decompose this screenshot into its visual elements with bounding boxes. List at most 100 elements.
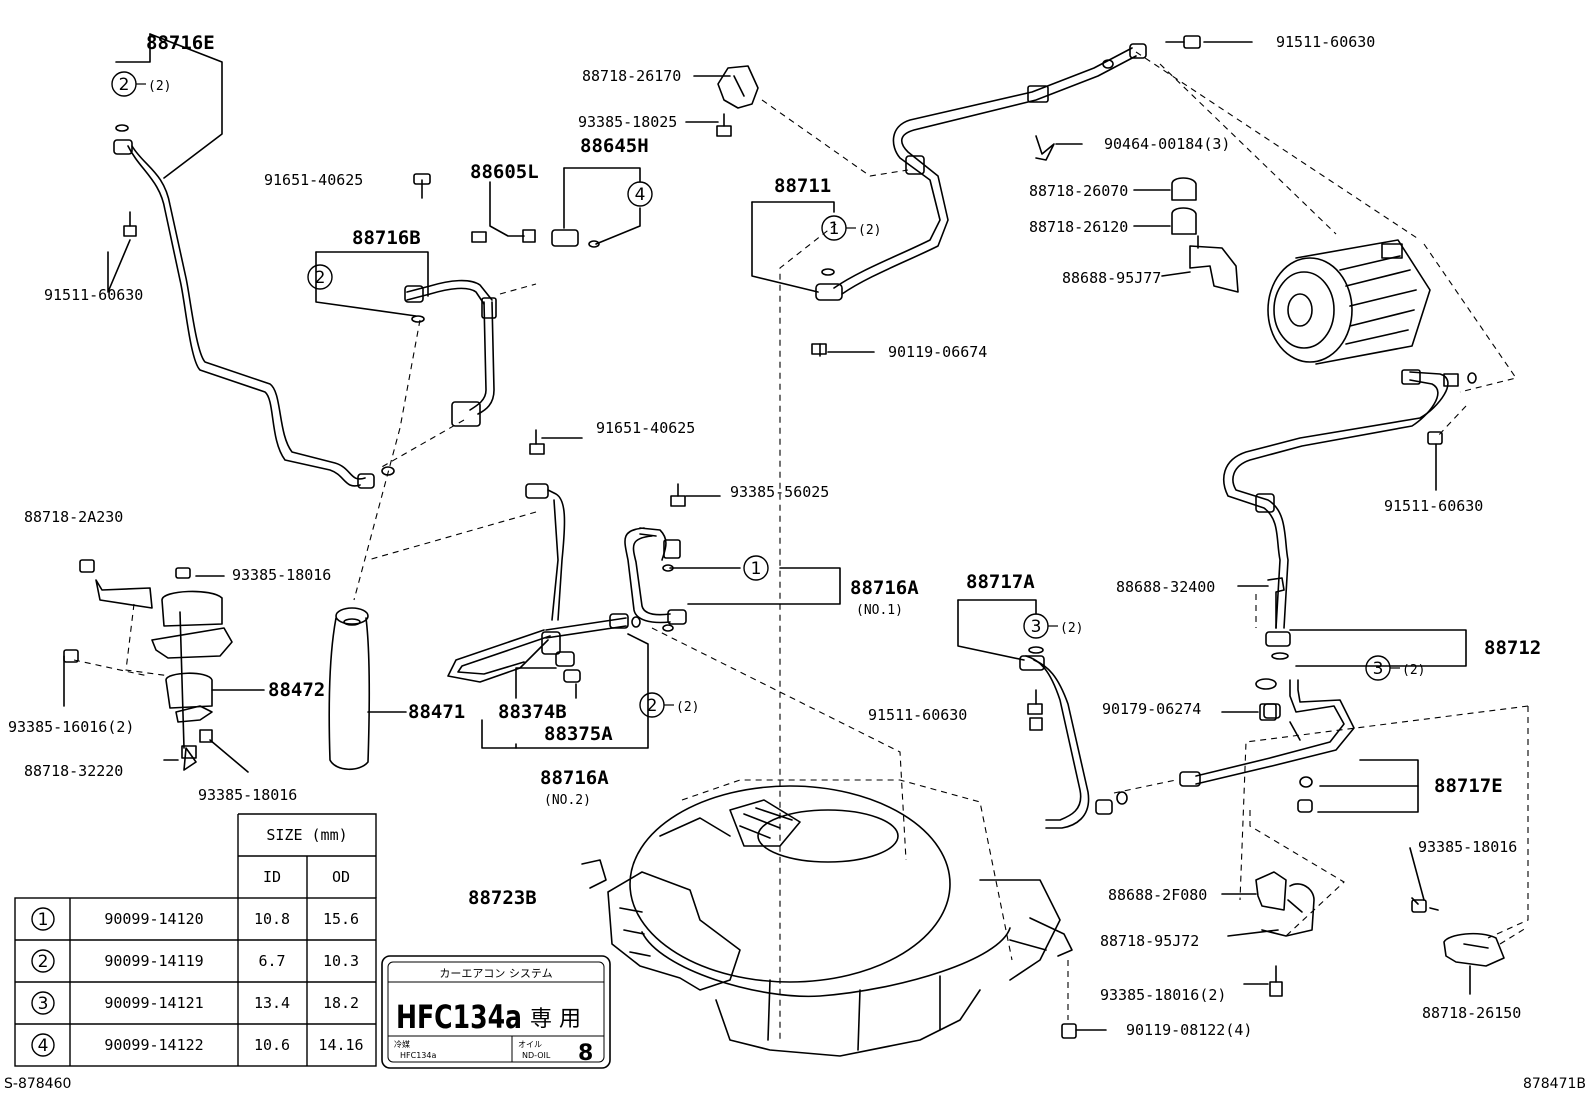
callout-88718-32220: 88718-32220	[24, 762, 123, 780]
callout-88716A: 88716A	[850, 577, 919, 599]
ring-number: 2	[119, 75, 130, 95]
plate-oil-label: オイル	[518, 1040, 542, 1049]
sensor-88645H	[551, 167, 641, 248]
table-cell-id: 10.6	[254, 1036, 290, 1054]
ring-qty: (2)	[148, 79, 171, 94]
bracket-88688-2F080	[1221, 871, 1315, 997]
figure-code-left: S-878460	[4, 1076, 72, 1092]
callout-88717E: 88717E	[1434, 775, 1503, 797]
callout-88688-2F080: 88688-2F080	[1108, 886, 1207, 904]
callout-90179-06274: 90179-06274	[1102, 700, 1201, 718]
ring-number: 1	[751, 559, 762, 579]
callout-88718-2A230: 88718-2A230	[24, 508, 123, 526]
ring-qty: (2)	[1060, 621, 1083, 636]
callout-93385-18016: 93385-18016	[1418, 838, 1517, 856]
table-cell-part: 90099-14122	[104, 1036, 203, 1054]
callout-91651-40625: 91651-40625	[596, 419, 695, 437]
table-cell-part: 90099-14120	[104, 910, 203, 928]
callout-88375A: 88375A	[544, 723, 613, 745]
table-header-size: SIZE (mm)	[266, 826, 347, 844]
callout-88605L: 88605L	[470, 161, 539, 183]
plate-exclusive: 専 用	[530, 1007, 581, 1032]
pipe-88716A-no1	[624, 483, 841, 632]
callout-88723B: 88723B	[468, 887, 537, 909]
table-mark: 2	[38, 952, 49, 972]
callout-91511-60630: 91511-60630	[1384, 497, 1483, 515]
ring-qty: (2)	[858, 223, 881, 238]
wire-88605L	[471, 181, 536, 243]
table-header-id: ID	[263, 868, 281, 886]
table-cell-od: 15.6	[323, 910, 359, 928]
table-cell-id: 13.4	[254, 994, 290, 1012]
callout-sub-no2: (NO.2)	[544, 793, 591, 808]
hose-88716B	[315, 173, 497, 427]
plate-refrigerant-value: HFC134a	[400, 1051, 436, 1060]
ring-marker-circle	[743, 555, 769, 581]
callout-93385-56025: 93385-56025	[730, 483, 829, 501]
bracket-88472	[63, 559, 265, 773]
callout-91511-60630: 91511-60630	[868, 706, 967, 724]
table-mark: 3	[38, 994, 49, 1014]
table-mark: 1	[38, 910, 49, 930]
callout-88718-26120: 88718-26120	[1029, 218, 1128, 236]
receiver-drier-88471	[328, 607, 407, 771]
table-header-od: OD	[332, 868, 350, 886]
pipe-88716E	[113, 33, 395, 489]
pipe-88716A-no2	[447, 429, 649, 749]
ring-qty: (2)	[1402, 663, 1425, 678]
compressor	[1267, 239, 1431, 365]
callout-93385-18016: 93385-18016(2)	[1100, 986, 1226, 1004]
ring-marker-circle	[31, 907, 55, 931]
figure-code-right: 878471B	[1522, 1076, 1586, 1092]
pipe-88717A	[957, 599, 1113, 829]
bolt-91511-60630-a	[107, 211, 137, 293]
ring-marker-circle	[31, 949, 55, 973]
plate-refrigerant-label: 冷媒	[394, 1039, 410, 1049]
callout-88718-26070: 88718-26070	[1029, 182, 1128, 200]
clamp-88718-26070	[1133, 177, 1197, 201]
callout-88716A: 88716A	[540, 767, 609, 789]
bolt-91511-60630-b	[1165, 35, 1253, 49]
callout-88717A: 88717A	[966, 571, 1035, 593]
callout-93385-18016: 93385-18016	[198, 786, 297, 804]
ring-marker-circle	[627, 181, 653, 207]
callout-91511-60630: 91511-60630	[44, 286, 143, 304]
callout-88712: 88712	[1484, 637, 1541, 659]
table-cell-od: 14.16	[318, 1036, 363, 1054]
ring-number: 3	[1031, 617, 1042, 637]
callout-88374B: 88374B	[498, 701, 567, 723]
callout-88688-32400: 88688-32400	[1116, 578, 1215, 596]
assembly-lines	[73, 51, 1529, 1040]
ring-marker-circle	[307, 264, 333, 290]
hose-88711	[751, 43, 1147, 357]
callout-90119-06674: 90119-06674	[888, 343, 987, 361]
ring-number: 4	[635, 185, 646, 205]
table-cell-part: 90099-14121	[104, 994, 203, 1012]
callout-93385-16016: 93385-16016(2)	[8, 718, 134, 736]
ring-number: 3	[1373, 659, 1384, 679]
callout-93385-18016: 93385-18016	[232, 566, 331, 584]
table-cell-part: 90099-14119	[104, 952, 203, 970]
bolt-88688-32400	[1237, 577, 1285, 629]
callout-88471: 88471	[408, 701, 465, 723]
bolt-90119-08122	[1061, 1023, 1107, 1039]
plate-refrigerant-main: HFC134a	[396, 998, 522, 1036]
callout-93385-18025: 93385-18025	[578, 113, 677, 131]
callout-88718-26150: 88718-26150	[1422, 1004, 1521, 1022]
callout-88716B: 88716B	[352, 227, 421, 249]
size-table	[14, 813, 377, 1067]
callout-88472: 88472	[268, 679, 325, 701]
plate-oil-number: 8	[578, 1041, 593, 1066]
ring-marker-circle	[31, 991, 55, 1015]
table-cell-id: 6.7	[258, 952, 285, 970]
ring-marker-circle	[31, 1033, 55, 1057]
clamp-88718-26120	[1133, 207, 1197, 235]
clamp-88718-26150	[1409, 847, 1505, 995]
bracket-88688-95J77	[1161, 235, 1239, 293]
callout-sub-no1: (NO.1)	[856, 603, 903, 618]
table-mark: 4	[38, 1036, 49, 1056]
hfc134a-label-plate: カーエアコン システム HFC134a 専 用 冷媒 HFC134a オイル N…	[381, 955, 611, 1069]
plate-system-label: カーエアコン システム	[439, 967, 552, 980]
bolt-93385-18025	[685, 113, 732, 137]
